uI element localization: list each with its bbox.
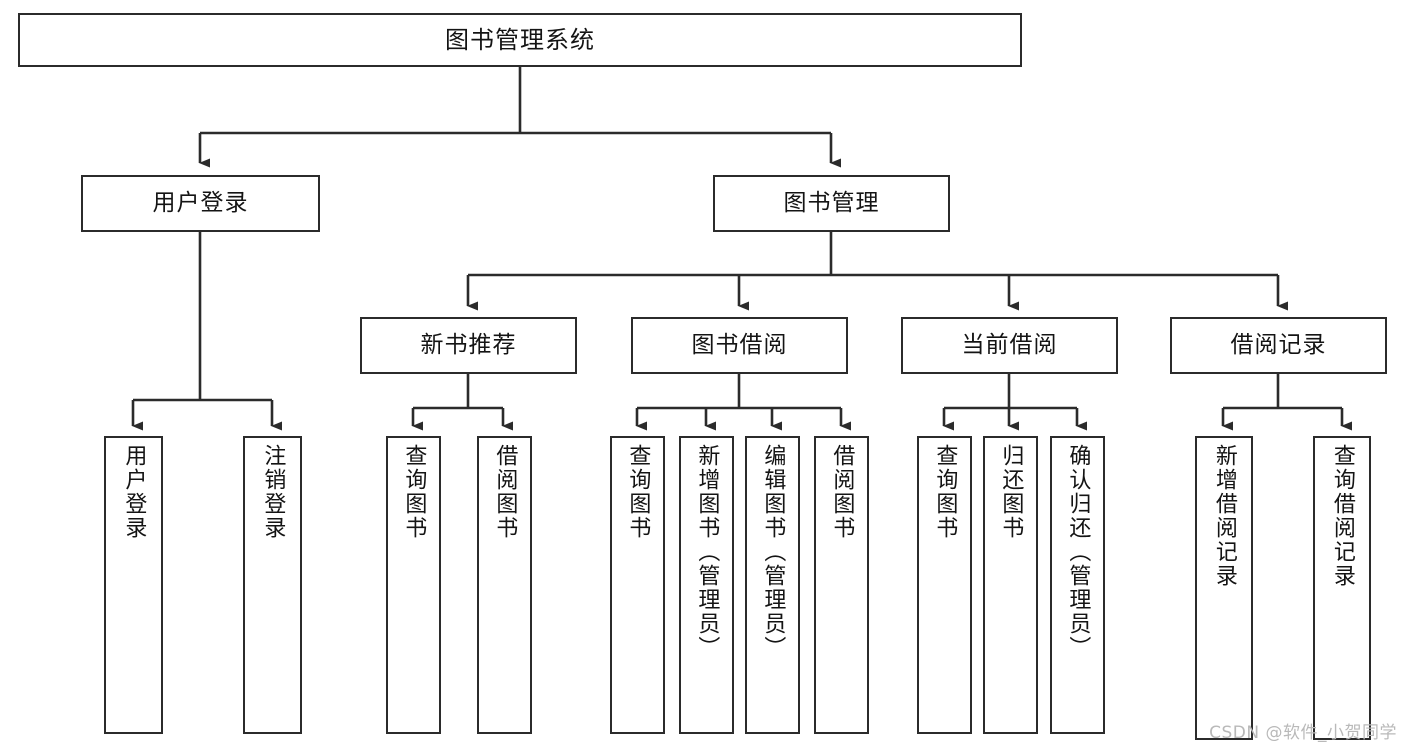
leaf-book-borrow-add[interactable]: 新增图书（管理员） (679, 436, 734, 734)
node-book-management[interactable]: 图书管理 (713, 175, 950, 232)
leaf-borrow-record-add[interactable]: 新增借阅记录 (1195, 436, 1253, 740)
node-label: 编辑图书（管理员） (760, 444, 786, 660)
node-label: 借阅图书 (492, 444, 518, 540)
node-label: 查询图书 (625, 444, 651, 540)
node-label: 当前借阅 (961, 332, 1058, 359)
node-label: 图书借阅 (691, 332, 788, 359)
leaf-book-borrow-query[interactable]: 查询图书 (610, 436, 665, 734)
node-label: 用户登录 (121, 444, 147, 540)
leaf-user-login-login[interactable]: 用户登录 (104, 436, 163, 734)
node-current-borrowing[interactable]: 当前借阅 (901, 317, 1118, 374)
leaf-new-book-borrow[interactable]: 借阅图书 (477, 436, 532, 734)
leaf-book-borrow-borrow[interactable]: 借阅图书 (814, 436, 869, 734)
leaf-user-login-logout[interactable]: 注销登录 (243, 436, 302, 734)
node-label: 新增借阅记录 (1211, 444, 1237, 588)
csdn-watermark: CSDN @软件_小贺同学 (1209, 723, 1397, 743)
leaf-current-borrow-return[interactable]: 归还图书 (983, 436, 1038, 734)
node-label: 图书管理 (783, 190, 880, 217)
node-label: 用户登录 (152, 190, 249, 217)
node-label: 注销登录 (260, 444, 286, 540)
leaf-current-borrow-confirm-return[interactable]: 确认归还（管理员） (1050, 436, 1105, 734)
node-label: 查询图书 (401, 444, 427, 540)
node-book-borrowing[interactable]: 图书借阅 (631, 317, 848, 374)
leaf-current-borrow-query[interactable]: 查询图书 (917, 436, 972, 734)
node-label: 查询借阅记录 (1329, 444, 1355, 588)
leaf-book-borrow-edit[interactable]: 编辑图书（管理员） (745, 436, 800, 734)
node-label: 图书管理系统 (445, 26, 595, 54)
node-label: 新书推荐 (420, 332, 517, 359)
node-label: 确认归还（管理员） (1065, 444, 1091, 660)
node-user-login[interactable]: 用户登录 (81, 175, 320, 232)
node-label: 查询图书 (932, 444, 958, 540)
node-new-book-recommendation[interactable]: 新书推荐 (360, 317, 577, 374)
node-label: 借阅记录 (1230, 332, 1327, 359)
node-root-library-system[interactable]: 图书管理系统 (18, 13, 1022, 67)
leaf-new-book-query[interactable]: 查询图书 (386, 436, 441, 734)
node-borrowing-records[interactable]: 借阅记录 (1170, 317, 1387, 374)
leaf-borrow-record-query[interactable]: 查询借阅记录 (1313, 436, 1371, 740)
node-label: 归还图书 (998, 444, 1024, 540)
node-label: 新增图书（管理员） (694, 444, 720, 660)
node-label: 借阅图书 (829, 444, 855, 540)
